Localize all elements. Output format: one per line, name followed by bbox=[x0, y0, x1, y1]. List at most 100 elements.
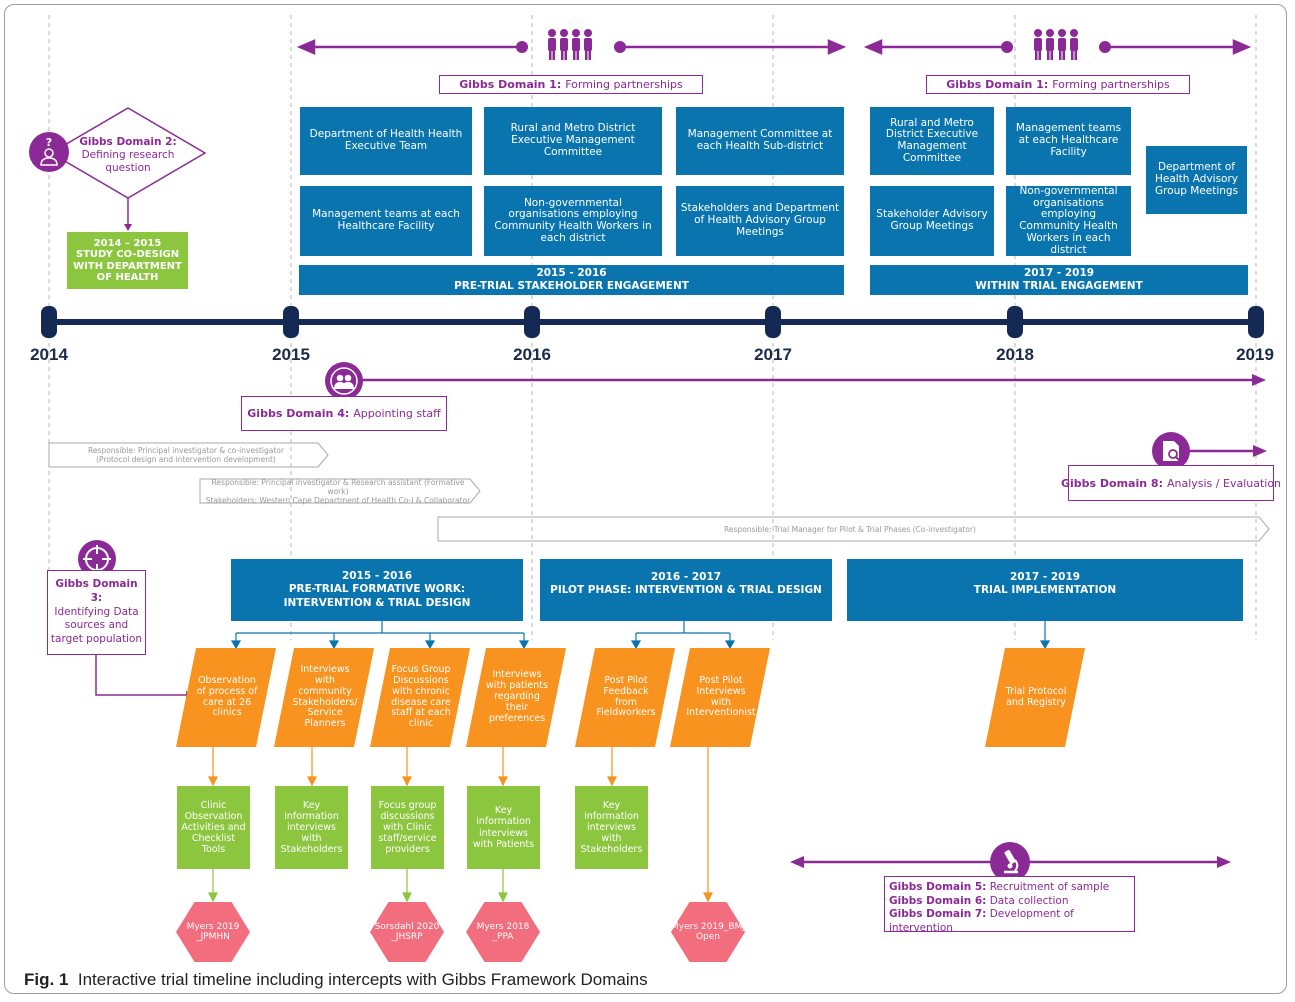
responsible-text-3: Responsible: Trial Manager for Pilot & T… bbox=[440, 517, 1260, 541]
gibbs1-label-left: Gibbs Domain 1:Forming partnerships bbox=[439, 75, 703, 94]
phase-box-trial: 2017 - 2019 TRIAL IMPLEMENTATION bbox=[847, 559, 1243, 621]
output-box: Clinic Observation Activities and Checkl… bbox=[177, 786, 250, 869]
activity-text: Interviews with community Stakeholders/ … bbox=[292, 663, 358, 730]
gibbs8-label: Gibbs Domain 8:Analysis / Evaluation bbox=[1061, 465, 1281, 501]
gibbs-domain-text: Forming partnerships bbox=[565, 78, 683, 91]
responsible-line: Responsible: Principal investigator & co… bbox=[88, 446, 284, 455]
band-label: WITHIN TRIAL ENGAGEMENT bbox=[975, 280, 1143, 292]
partnership-arrows bbox=[296, 39, 1252, 55]
band-years: 2015 - 2016 bbox=[536, 267, 607, 280]
stakeholder-box: Management Committee at each Health Sub-… bbox=[676, 107, 844, 175]
people-icon bbox=[548, 29, 592, 60]
search-document-icon bbox=[1152, 432, 1190, 470]
gibbs-domain-text: Forming partnerships bbox=[1052, 78, 1170, 91]
gibbs-domain-text: Data collection bbox=[989, 894, 1069, 907]
gibbs3-label: Gibbs Domain 3: Identifying Data sources… bbox=[47, 570, 146, 655]
responsible-text-1: Responsible: Principal investigator & co… bbox=[54, 443, 318, 467]
year-label: 2015 bbox=[272, 345, 310, 364]
gibbs2-text: Gibbs Domain 2: Defining research questi… bbox=[72, 136, 184, 175]
publication-hexagon: Sorsdahl 2020 _JHSRP bbox=[370, 902, 444, 962]
responsible-arrow-1 bbox=[48, 442, 329, 468]
gibbs1-label-right: Gibbs Domain 1:Forming partnerships bbox=[926, 75, 1190, 94]
gibbs-domain-label: Gibbs Domain 8: bbox=[1060, 476, 1163, 490]
co-design-years: 2014 – 2015 bbox=[93, 237, 162, 249]
figure-caption: Fig. 1 Interactive trial timeline includ… bbox=[24, 970, 1024, 990]
responsible-line: (Protocol design and intervention develo… bbox=[96, 455, 276, 464]
phase-years: 2016 - 2017 bbox=[650, 571, 722, 583]
gibbs567-row: Gibbs Domain 6: Data collection bbox=[889, 895, 1130, 909]
stakeholder-box: Management teams at each Healthcare Faci… bbox=[300, 186, 472, 256]
gibbs-domain-text: Defining research question bbox=[81, 149, 175, 175]
phase-title: PRE-TRIAL FORMATIVE WORK: bbox=[288, 583, 466, 596]
stakeholder-box: Stakeholder Advisory Group Meetings bbox=[870, 186, 994, 256]
stakeholder-box: Department of Health Advisory Group Meet… bbox=[1146, 146, 1247, 214]
gibbs567-row: Gibbs Domain 5: Recruitment of sample bbox=[889, 881, 1130, 895]
target-icon bbox=[78, 540, 116, 578]
phase-title: INTERVENTION & TRIAL DESIGN bbox=[283, 596, 471, 609]
within-trial-band: 2017 - 2019 WITHIN TRIAL ENGAGEMENT bbox=[870, 265, 1248, 295]
stakeholder-box: Rural and Metro District Executive Manag… bbox=[870, 107, 994, 175]
responsible-line: Responsible: Principal investigator & Re… bbox=[211, 477, 465, 496]
gibbs-domain-text: Development of intervention bbox=[889, 908, 1074, 934]
activity-text: Observation of process of care at 26 cli… bbox=[196, 674, 258, 719]
responsible-arrow-2 bbox=[199, 478, 481, 504]
output-box: Key information interviews with Stakehol… bbox=[275, 786, 348, 869]
co-design-box: 2014 – 2015 STUDY CO-DESIGN WITH DEPARTM… bbox=[67, 232, 188, 289]
year-label: 2016 bbox=[513, 345, 551, 364]
stakeholder-box: Department of Health Health Executive Te… bbox=[300, 107, 472, 175]
gibbs-domain-label: Gibbs Domain 1: bbox=[946, 78, 1049, 91]
caption-label: Fig. 1 bbox=[24, 970, 69, 989]
activity-shape bbox=[670, 648, 770, 747]
responsible-line: Responsible: Trial Manager for Pilot & T… bbox=[724, 524, 976, 534]
gibbs-domain-label: Gibbs Domain 7: bbox=[889, 908, 987, 921]
figure-frame bbox=[4, 4, 1287, 994]
gibbs-domain-text: Identifying Data sources and target popu… bbox=[50, 605, 143, 645]
question-person-icon: ? bbox=[29, 132, 69, 172]
gibbs567-row: Gibbs Domain 7: Development of intervent… bbox=[889, 908, 1130, 935]
activity-text: Focus Group Discussions with chronic dis… bbox=[391, 663, 451, 730]
responsible-line: Stakeholders: Western Cape Department of… bbox=[205, 495, 471, 505]
output-box: Key information interviews with Stakehol… bbox=[575, 786, 648, 869]
band-years: 2017 - 2019 bbox=[1023, 267, 1095, 280]
gibbs-domain-label: Gibbs Domain 1: bbox=[459, 78, 562, 91]
activity-text: Post Pilot Feedback from Fieldworkers bbox=[596, 674, 656, 719]
stakeholder-box: Rural and Metro District Executive Manag… bbox=[484, 107, 662, 175]
stakeholder-box: Non-governmental organisations employing… bbox=[484, 186, 662, 256]
gibbs-domain-text: Recruitment of sample bbox=[989, 881, 1110, 893]
gibbs-domain-label: Gibbs Domain 4: bbox=[247, 407, 350, 420]
responsible-text-2: Responsible: Principal investigator & Re… bbox=[203, 477, 473, 505]
people-icon bbox=[1034, 29, 1078, 60]
year-markers bbox=[41, 306, 1264, 338]
gibbs-domain-label: Gibbs Domain 5: bbox=[889, 881, 987, 893]
phase-title: TRIAL IMPLEMENTATION bbox=[973, 584, 1117, 597]
group-icon bbox=[325, 362, 363, 400]
pretrial-engagement-band: 2015 - 2016 PRE-TRIAL STAKEHOLDER ENGAGE… bbox=[299, 265, 844, 295]
activity-shape bbox=[575, 648, 675, 747]
year-label: 2014 bbox=[30, 345, 68, 364]
phase-years: 2017 - 2019 bbox=[1009, 571, 1081, 583]
gibbs-domain-label: Gibbs Domain 6: bbox=[889, 894, 987, 907]
co-design-line: STUDY CO-DESIGN bbox=[75, 249, 180, 260]
year-label: 2017 bbox=[754, 345, 792, 364]
gibbs4-label: Gibbs Domain 4:Appointing staff bbox=[241, 396, 447, 431]
co-design-line: OF HEALTH bbox=[96, 272, 159, 283]
stakeholder-box: Stakeholders and Department of Health Ad… bbox=[676, 186, 844, 256]
stakeholder-box: Non-governmental organisations employing… bbox=[1006, 185, 1131, 256]
activity-text: Trial Protocol and Registry bbox=[1005, 685, 1067, 708]
responsible-arrow-3 bbox=[437, 516, 1270, 542]
year-label: 2018 bbox=[996, 345, 1034, 364]
gibbs-domain-label: Gibbs Domain 2: bbox=[79, 136, 177, 148]
output-box: Focus group discussions with Clinic staf… bbox=[371, 786, 444, 869]
gibbs-domain-text: Appointing staff bbox=[353, 407, 441, 420]
gibbs-domain-label: Gibbs Domain 3: bbox=[55, 578, 138, 605]
phase-title: PILOT PHASE: INTERVENTION & TRIAL DESIGN bbox=[550, 584, 822, 597]
stakeholder-box: Management teams at each Healthcare Faci… bbox=[1006, 107, 1131, 175]
microscope-icon bbox=[990, 842, 1030, 882]
activity-text: Post Pilot Interviews with Interventioni… bbox=[686, 674, 756, 719]
gibbs567-label: Gibbs Domain 5: Recruitment of sample Gi… bbox=[884, 876, 1135, 935]
activity-text: Interviews with patients regarding their… bbox=[486, 669, 548, 724]
co-design-line: WITH DEPARTMENT bbox=[73, 260, 182, 272]
svg-text:?: ? bbox=[46, 136, 52, 149]
